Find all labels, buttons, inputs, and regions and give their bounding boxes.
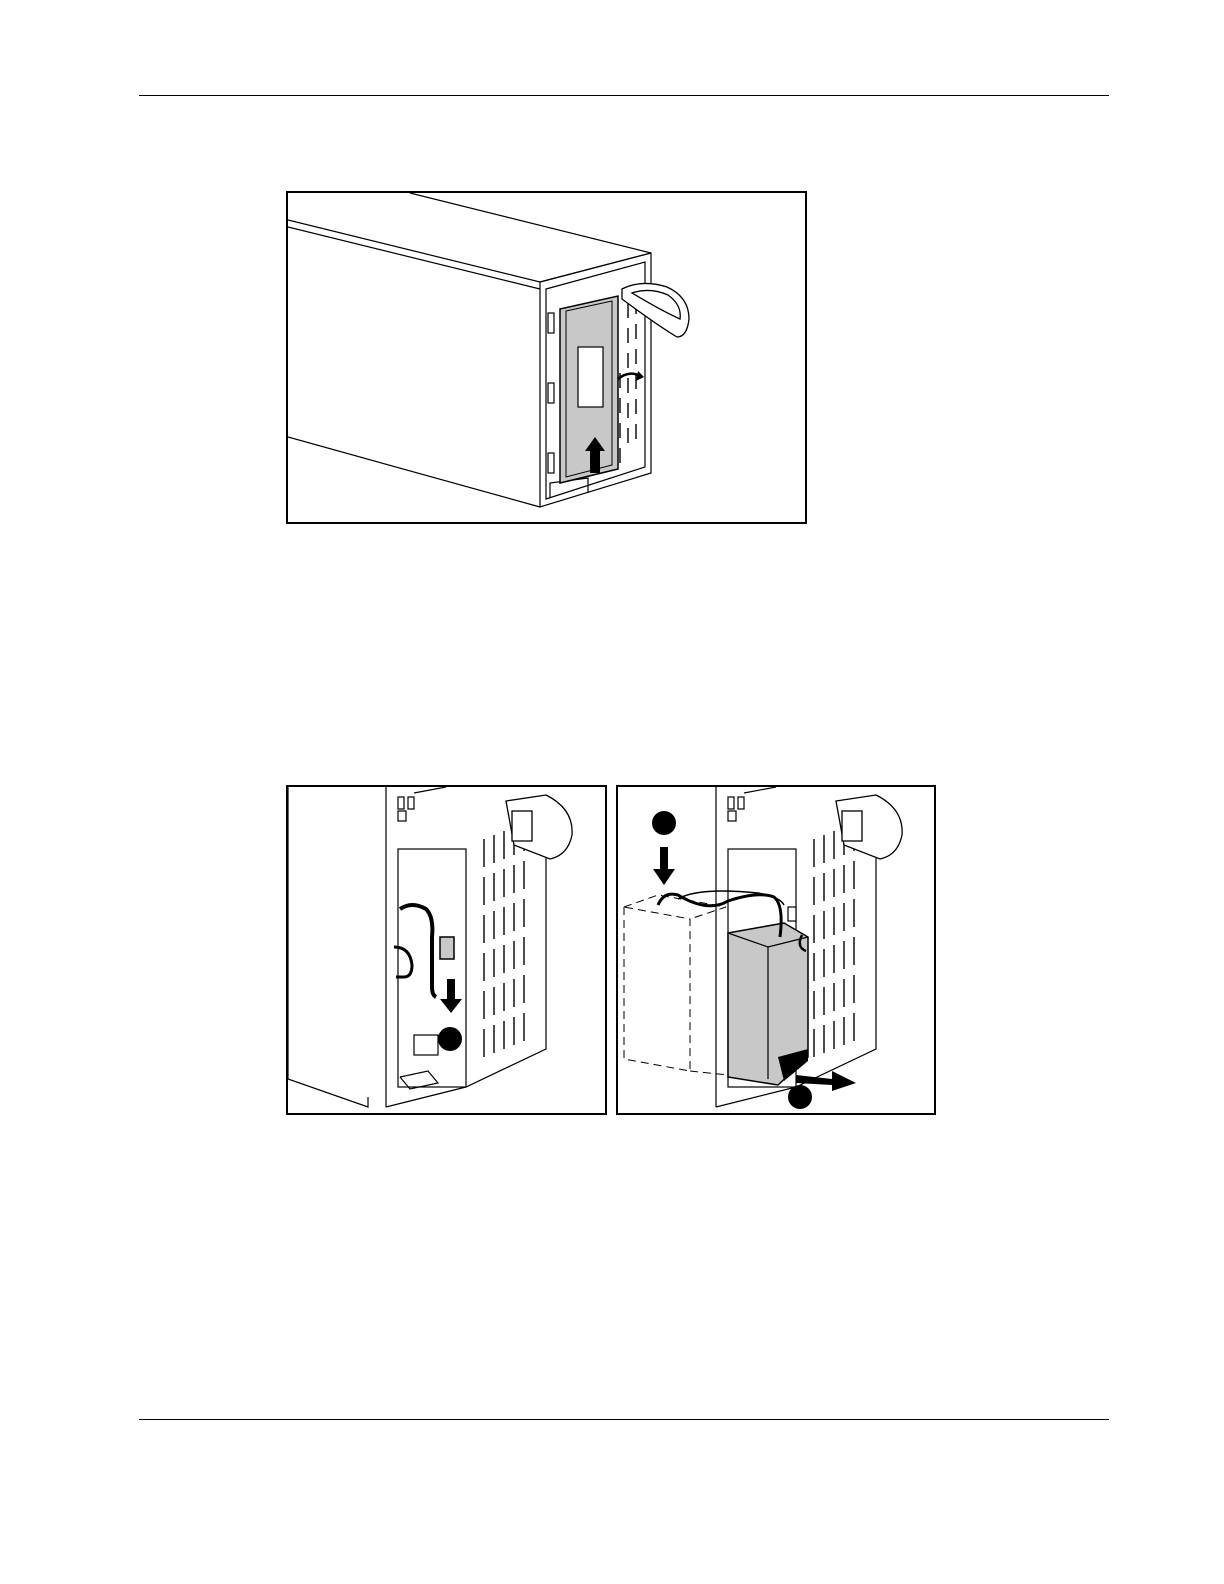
rotate-arrow-icon (636, 371, 644, 381)
battery-outline-ghost (624, 895, 728, 1075)
disconnect-cable-illustration (288, 787, 605, 1113)
bezel-window (578, 347, 603, 407)
footer-rule (139, 1419, 1109, 1420)
down-arrow-icon (653, 847, 675, 885)
header-rule (139, 95, 1109, 96)
callout-2-bullet (788, 1085, 812, 1109)
callout-1-bullet (438, 1027, 462, 1051)
figure-remove-bezel (286, 191, 807, 524)
tower-bezel-illustration (288, 193, 805, 522)
cable-connector (440, 937, 454, 959)
remove-battery-illustration (618, 787, 934, 1113)
callout-1-bullet (652, 811, 676, 835)
figure-remove-battery (616, 785, 936, 1115)
down-arrow-icon (440, 979, 462, 1013)
figure-disconnect-cable (286, 785, 607, 1115)
